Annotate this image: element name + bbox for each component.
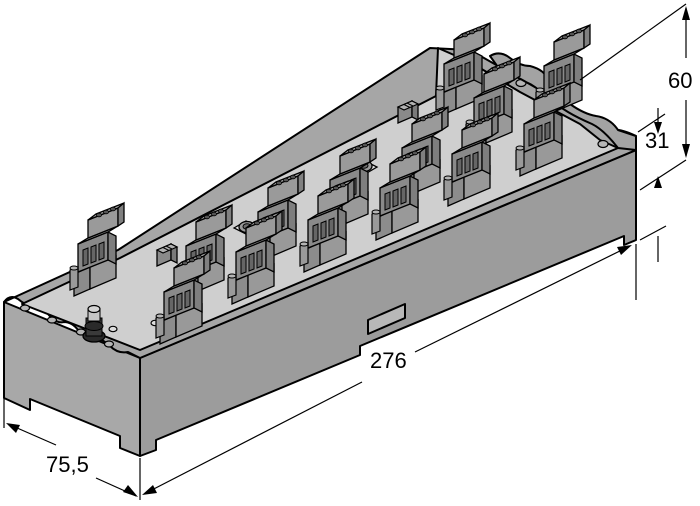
- housing-front-face: [139, 149, 637, 457]
- cable-gland: [82, 304, 106, 343]
- dimension-housing-height-label: 31: [645, 128, 669, 153]
- board-components: [69, 22, 591, 345]
- dimension-length-label: 276: [370, 348, 407, 373]
- dimension-total-height-label: 60: [668, 68, 692, 93]
- via-hole: [108, 325, 118, 333]
- dimension-arrowheads: [6, 6, 690, 497]
- dimension-lines: [3, 3, 687, 500]
- din-rail-clip: [367, 303, 406, 335]
- dimension-width-label: 75,5: [46, 452, 89, 477]
- housing-end-face: [3, 301, 141, 457]
